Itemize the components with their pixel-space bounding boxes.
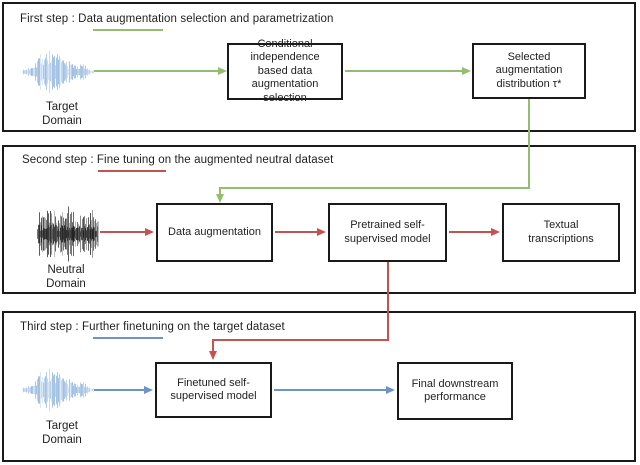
step-3-domain-label: Target Domain — [42, 420, 82, 447]
step-2-title: Second step : Fine tuning on the augment… — [22, 154, 334, 166]
conditional-independence-box: Conditional independence based data augm… — [227, 38, 343, 104]
step-1-domain-label: Target Domain — [42, 101, 82, 128]
green-connector-vertical — [528, 99, 530, 189]
conditional-independence-label: Conditional independence based data augm… — [250, 37, 320, 104]
red-arrow-3-head-icon — [491, 228, 500, 236]
textual-transcriptions-label: Textual transcriptions — [528, 219, 594, 245]
red-arrow-1-head-icon — [145, 228, 154, 236]
final-performance-box: Final downstream performance — [397, 362, 513, 420]
finetuned-model-label: Finetuned self-supervised model — [170, 376, 257, 402]
step-1-title: First step : Data augmentation selection… — [20, 13, 334, 25]
green-connector-horizontal — [219, 187, 530, 189]
red-connector-head-icon — [209, 351, 217, 360]
red-connector-horizontal — [212, 339, 389, 341]
target-domain-waveform-2-icon — [22, 367, 94, 413]
red-arrow-1-line — [100, 231, 145, 233]
green-arrow-2-line — [345, 70, 462, 72]
green-connector-head-icon — [216, 194, 224, 203]
red-arrow-3-line — [449, 231, 491, 233]
step-2-underline — [98, 170, 166, 172]
pretrained-model-label: Pretrained self-supervised model — [344, 219, 431, 245]
green-arrow-1-line — [94, 70, 218, 72]
step-3-panel — [2, 311, 636, 462]
target-domain-waveform-icon — [22, 49, 94, 95]
data-augmentation-box: Data augmentation — [156, 203, 273, 262]
data-augmentation-label: Data augmentation — [168, 225, 261, 238]
step-3-underline — [93, 337, 163, 339]
final-performance-label: Final downstream performance — [411, 377, 499, 403]
textual-transcriptions-box: Textual transcriptions — [502, 203, 620, 262]
blue-arrow-2-line — [274, 389, 386, 391]
blue-arrow-2-head-icon — [386, 386, 395, 394]
red-connector-vertical — [387, 262, 389, 341]
red-connector-drop — [212, 339, 214, 352]
blue-arrow-1-head-icon — [144, 386, 153, 394]
pretrained-model-box: Pretrained self-supervised model — [328, 203, 447, 262]
selected-augmentation-label: Selected augmentation distribution τ* — [495, 50, 563, 90]
red-arrow-2-head-icon — [317, 228, 326, 236]
step-1-underline — [93, 29, 163, 31]
green-connector-drop — [219, 187, 221, 195]
selected-augmentation-box: Selected augmentation distribution τ* — [472, 43, 586, 99]
step-3-title: Third step : Further finetuning on the t… — [20, 321, 285, 333]
green-arrow-1-head-icon — [218, 67, 227, 75]
neutral-domain-waveform-icon — [37, 206, 99, 262]
step-2-domain-label: Neutral Domain — [46, 264, 86, 291]
red-arrow-2-line — [275, 231, 317, 233]
blue-arrow-1-line — [94, 389, 144, 391]
finetuned-model-box: Finetuned self-supervised model — [155, 362, 272, 418]
green-arrow-2-head-icon — [462, 67, 471, 75]
